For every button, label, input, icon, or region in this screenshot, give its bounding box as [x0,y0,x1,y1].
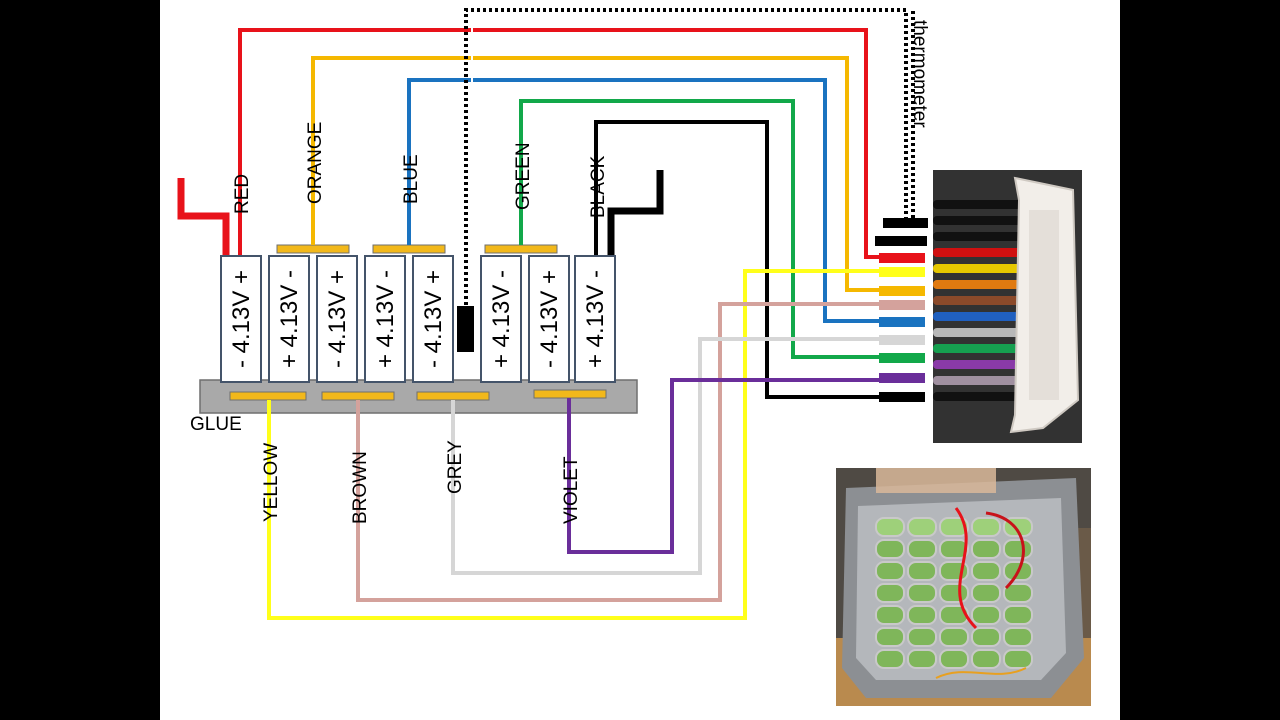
tab-bottom-2 [321,391,395,401]
label-brown: BROWN [350,451,371,524]
thermometer-wire-gap [471,15,901,305]
connector-pin-brown [879,300,925,310]
connector-pin-black [875,236,927,246]
connector-pin-yellow [879,267,925,277]
black-wire [594,120,885,399]
label-glue: GLUE [190,414,242,435]
balance-connector-photo [933,170,1082,443]
cell-voltage-label: + 4.13V - [582,270,609,368]
connector-pin-black [879,392,925,402]
battery-cell: - 4.13V + [528,255,570,383]
connector-pin-violet [879,373,925,383]
blue-wire [407,78,885,323]
cell-voltage-label: + 4.13V - [488,270,515,368]
label-grey: GREY [445,440,466,494]
black-main-lead [607,170,664,255]
label-violet: VIOLET [561,456,582,524]
tab-bottom-3 [416,391,490,401]
label-thermometer: thermometer [909,20,930,128]
cell-voltage-label: - 4.13V + [536,270,563,368]
battery-cell: + 4.13V - [268,255,310,383]
red-main-lead [177,178,230,255]
connector-pin-blue [879,317,925,327]
connector-pin-red [879,253,925,263]
cell-voltage-label: + 4.13V - [276,270,303,368]
brown-wire [356,302,885,602]
tab-top-2 [372,244,446,254]
battery-cell: - 4.13V + [316,255,358,383]
battery-cell: - 4.13V + [220,255,262,383]
battery-cell: + 4.13V - [364,255,406,383]
connector-pin-orange [879,286,925,296]
battery-cell: + 4.13V - [574,255,616,383]
cell-voltage-label: - 4.13V + [324,270,351,368]
connector-pin-black [883,218,928,228]
tab-top-1 [276,244,350,254]
violet-wire [567,378,885,554]
cell-voltage-label: + 4.13V - [372,270,399,368]
green-wire [519,99,885,359]
label-orange: ORANGE [305,122,326,204]
connector-pins [875,218,928,402]
connector-pin-green [879,353,925,363]
cell-voltage-label: - 4.13V + [228,270,255,368]
battery-pack-photo [836,468,1091,706]
tab-bottom-4 [533,389,607,399]
cell-group: - 4.13V + + 4.13V - - 4.13V + + 4.13V - - 4.… [220,255,616,383]
label-blue: BLUE [401,154,422,204]
red-wire [238,28,885,259]
label-yellow: YELLOW [261,443,282,522]
grey-wire [451,337,885,575]
wiring-diagram: - 4.13V + + 4.13V - - 4.13V + + 4.13V - - 4.… [160,0,1120,720]
cell-voltage-label: - 4.13V + [420,270,447,368]
yellow-wire [267,269,885,620]
battery-cell: + 4.13V - [480,255,522,383]
orange-wire [311,56,885,292]
thermometer-sensor [457,306,474,352]
label-green: GREEN [513,142,534,210]
tab-top-3 [484,244,558,254]
label-black: BLACK [588,155,609,218]
tab-bottom-1 [229,391,307,401]
connector-pin-grey [879,335,925,345]
label-red: RED [232,174,253,214]
diagram-canvas: - 4.13V + + 4.13V - - 4.13V + + 4.13V - - 4.… [177,8,930,620]
battery-cell: - 4.13V + [412,255,454,383]
